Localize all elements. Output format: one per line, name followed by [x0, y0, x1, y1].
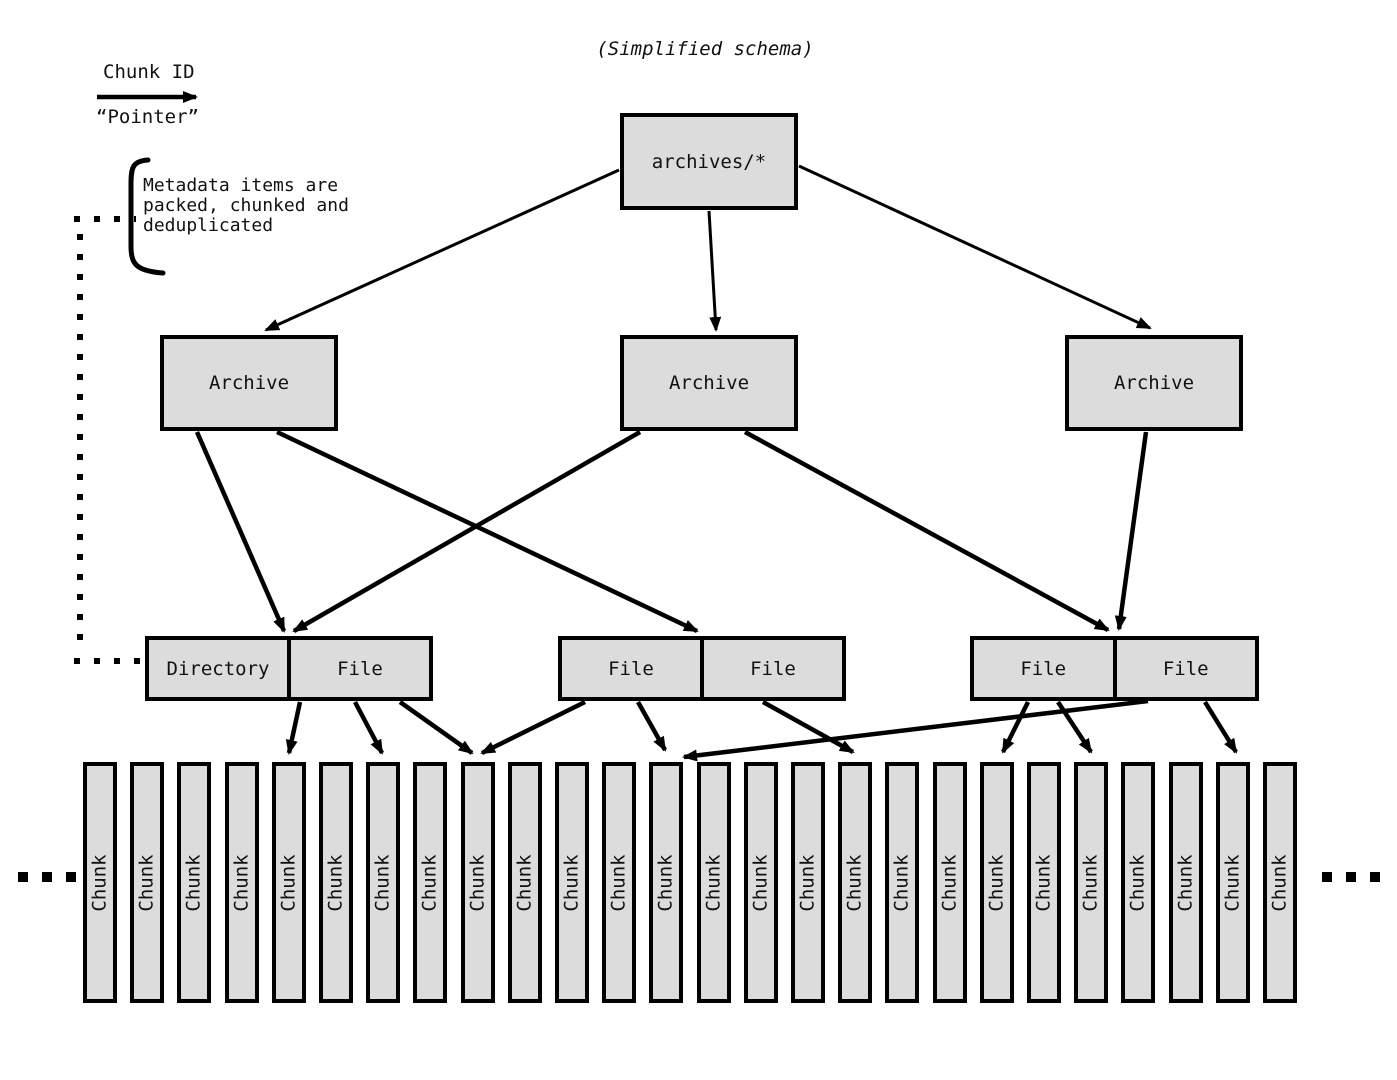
- node-directory-label: Directory: [166, 657, 270, 680]
- chunk: Chunk: [177, 762, 211, 1003]
- arrow-file-3b-to-chunk-25: [1203, 700, 1238, 754]
- chunk-label: Chunk: [750, 853, 773, 912]
- chunk-label: Chunk: [467, 853, 490, 912]
- chunk: Chunk: [555, 762, 589, 1003]
- node-file-2b-label: File: [750, 657, 796, 680]
- node-file-1a-label: File: [337, 657, 383, 680]
- node-file-2b-cell: File: [700, 640, 842, 697]
- chunk-label: Chunk: [325, 853, 348, 912]
- chunk-label: Chunk: [231, 853, 254, 912]
- arrow-file-2a-to-chunk-9: [480, 699, 586, 756]
- arrow-root-to-archive-1: [264, 168, 620, 332]
- chunk: Chunk: [697, 762, 731, 1003]
- chunk: Chunk: [130, 762, 164, 1003]
- node-archive-1-label: Archive: [208, 372, 290, 394]
- chunk: Chunk: [225, 762, 259, 1003]
- chunk-label: Chunk: [419, 853, 442, 912]
- chunk: Chunk: [744, 762, 778, 1003]
- chunk: Chunk: [1216, 762, 1250, 1003]
- arrow-file-2b-to-chunk-17: [761, 700, 855, 754]
- note-brace-icon: [128, 157, 166, 276]
- arrow-archive-2-to-group-1: [292, 430, 642, 633]
- arrow-file-2a-to-chunk-13: [636, 700, 667, 752]
- arrow-file-1a-to-chunk-7: [353, 700, 384, 755]
- chunk-label: Chunk: [1033, 853, 1056, 912]
- chunk-label: Chunk: [1080, 853, 1103, 912]
- chunk-label: Chunk: [1175, 853, 1198, 912]
- chunk: Chunk: [885, 762, 919, 1003]
- arrow-archive-3-to-group-3: [1114, 431, 1149, 631]
- chunk-label: Chunk: [703, 853, 726, 912]
- chunk: Chunk: [838, 762, 872, 1003]
- chunk: Chunk: [1169, 762, 1203, 1003]
- node-group-2: File File: [558, 636, 846, 701]
- node-archive-3-label: Archive: [1113, 372, 1195, 394]
- chunk: Chunk: [980, 762, 1014, 1003]
- chunk-label: Chunk: [1222, 853, 1245, 912]
- node-archives-root: archives/*: [620, 113, 798, 210]
- chunk-label: Chunk: [136, 853, 159, 912]
- chunk-label: Chunk: [797, 853, 820, 912]
- chunk: Chunk: [272, 762, 306, 1003]
- node-group-3: File File: [970, 636, 1259, 701]
- chunk-label: Chunk: [655, 853, 678, 912]
- chunk-label: Chunk: [183, 853, 206, 912]
- legend-arrow-caption: “Pointer”: [96, 106, 199, 128]
- node-file-3b-label: File: [1162, 657, 1209, 680]
- chunk: Chunk: [366, 762, 400, 1003]
- chunk-label: Chunk: [372, 853, 395, 912]
- chunk-label: Chunk: [844, 853, 867, 912]
- chunk: Chunk: [1027, 762, 1061, 1003]
- chunk: Chunk: [1121, 762, 1155, 1003]
- node-file-3a-cell: File: [974, 640, 1113, 697]
- chunk: Chunk: [1263, 762, 1297, 1003]
- node-file-1a-cell: File: [287, 640, 429, 697]
- arrow-archive-1-to-group-1: [194, 431, 287, 633]
- node-file-3a-label: File: [1020, 657, 1067, 680]
- chunk-label: Chunk: [608, 853, 631, 912]
- chunk-label: Chunk: [1269, 853, 1292, 912]
- chunk: Chunk: [319, 762, 353, 1003]
- chunk-label: Chunk: [891, 853, 914, 912]
- chunk: Chunk: [508, 762, 542, 1003]
- chunk-label: Chunk: [278, 853, 301, 912]
- arrow-file-1a-to-chunk-9: [398, 700, 474, 755]
- chunk-label: Chunk: [514, 853, 537, 912]
- arrow-file-3b-to-chunk-13: [682, 698, 1149, 762]
- chunk: Chunk: [83, 762, 117, 1003]
- chunk-label: Chunk: [89, 853, 112, 912]
- chunk: Chunk: [791, 762, 825, 1003]
- arrow-archive-1-to-group-2: [276, 429, 699, 634]
- chunk: Chunk: [413, 762, 447, 1003]
- chunk: Chunk: [649, 762, 683, 1003]
- node-group-1: Directory File: [145, 636, 433, 701]
- arrow-file-1a-to-chunk-5: [285, 701, 303, 755]
- legend-arrow-label: Chunk ID: [103, 61, 195, 83]
- node-directory-cell: Directory: [149, 640, 287, 697]
- arrow-root-to-archive-2: [707, 210, 722, 332]
- node-archives-root-label: archives/*: [651, 150, 767, 173]
- arrow-archive-2-to-group-3: [743, 430, 1110, 632]
- chunk: Chunk: [1074, 762, 1108, 1003]
- node-archive-2: Archive: [620, 335, 798, 431]
- node-archive-1: Archive: [160, 335, 338, 431]
- chunk-label: Chunk: [561, 853, 584, 912]
- node-file-3b-cell: File: [1112, 640, 1256, 697]
- chunk: Chunk: [602, 762, 636, 1003]
- chunk: Chunk: [933, 762, 967, 1003]
- arrow-file-3a-to-chunk-20: [1000, 700, 1031, 754]
- node-file-2a-label: File: [608, 657, 654, 680]
- diagram-title: (Simplified schema): [596, 38, 814, 60]
- chunk-label: Chunk: [1127, 853, 1150, 912]
- chunk-label: Chunk: [986, 853, 1009, 912]
- node-archive-3: Archive: [1065, 335, 1243, 431]
- node-archive-2-label: Archive: [668, 372, 750, 394]
- arrow-root-to-archive-3: [798, 164, 1152, 330]
- metadata-note: Metadata items are packed, chunked and d…: [143, 175, 349, 236]
- chunk: Chunk: [461, 762, 495, 1003]
- chunk-label: Chunk: [939, 853, 962, 912]
- node-file-2a-cell: File: [562, 640, 700, 697]
